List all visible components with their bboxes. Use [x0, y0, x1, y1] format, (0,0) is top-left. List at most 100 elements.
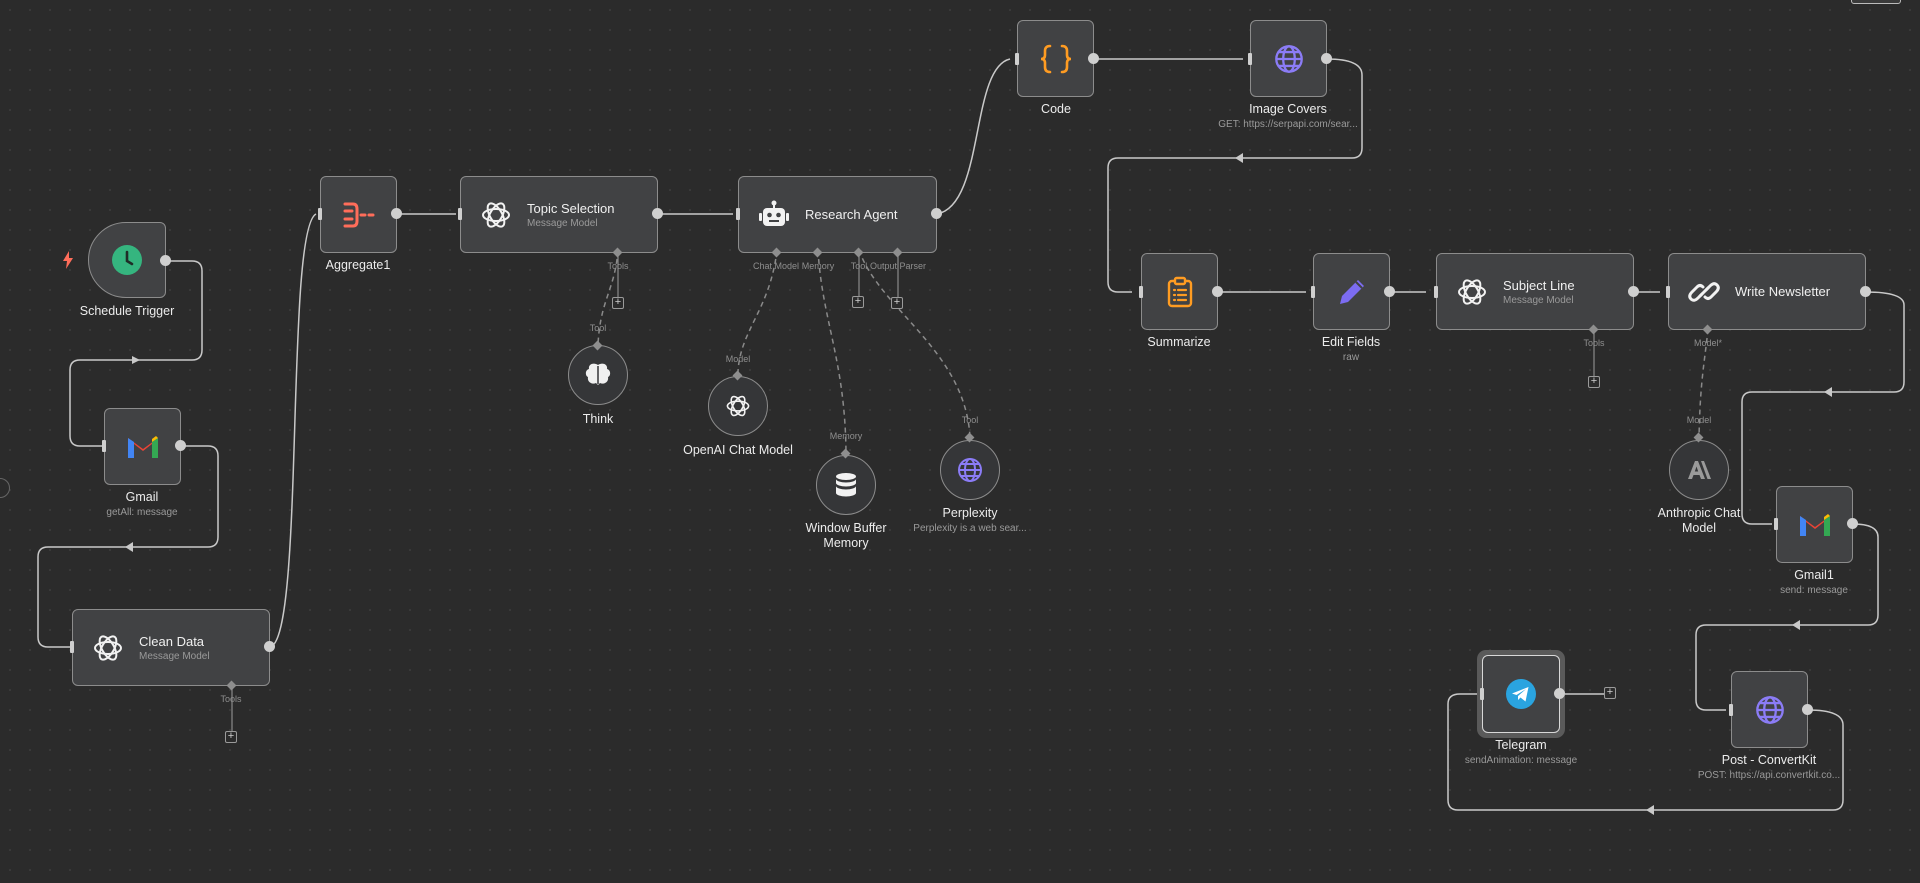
canvas-control-button[interactable]	[1851, 0, 1901, 4]
summarize-node[interactable]	[1141, 253, 1218, 330]
gmail1-node[interactable]	[1776, 486, 1853, 563]
openai-icon	[1455, 275, 1489, 309]
research-agent-node[interactable]: Research Agent	[738, 176, 937, 253]
output-handle[interactable]	[931, 208, 942, 219]
node-subtitle: GET: https://serpapi.com/sear...	[1218, 119, 1358, 130]
port-label-chat-model: Chat Model	[752, 261, 800, 271]
connection-imagecovers-summarize	[1107, 58, 1363, 293]
window-buffer-memory-node[interactable]	[816, 455, 876, 515]
output-handle[interactable]	[1384, 286, 1395, 297]
anthropic-chat-model-node[interactable]	[1669, 440, 1729, 500]
port-label-output-parser: Output Parser	[869, 261, 927, 271]
input-handle[interactable]	[1480, 688, 1484, 700]
node-title: Schedule Trigger	[79, 304, 175, 318]
node-title: Image Covers	[1249, 102, 1327, 116]
node-title: Gmail1	[1794, 568, 1834, 582]
output-handle[interactable]	[1088, 53, 1099, 64]
think-node[interactable]	[568, 345, 628, 405]
input-handle[interactable]	[1248, 53, 1252, 65]
input-handle[interactable]	[70, 641, 74, 653]
connection-research-code	[936, 58, 1011, 215]
aggregate1-label: Aggregate1	[326, 258, 391, 273]
subject-line-node[interactable]: Subject Line Message Model	[1436, 253, 1634, 330]
openai-icon	[479, 198, 513, 232]
gmail-node[interactable]	[104, 408, 181, 485]
output-handle[interactable]	[1321, 53, 1332, 64]
edit-fields-label: Edit Fields raw	[1322, 335, 1380, 364]
add-tool-button[interactable]: +	[852, 296, 864, 308]
output-handle[interactable]	[1554, 688, 1565, 699]
input-handle[interactable]	[1774, 518, 1778, 530]
output-handle[interactable]	[1628, 286, 1639, 297]
input-handle[interactable]	[458, 208, 462, 220]
topic-selection-node[interactable]: Topic Selection Message Model	[460, 176, 658, 253]
input-handle[interactable]	[1015, 53, 1019, 65]
node-title: Topic Selection	[527, 200, 615, 216]
input-handle[interactable]	[318, 208, 322, 220]
edit-fields-node[interactable]	[1313, 253, 1390, 330]
input-handle[interactable]	[102, 440, 106, 452]
brain-icon	[585, 363, 611, 385]
trigger-bolt-icon	[62, 251, 74, 274]
connection-convertkit-telegram	[1447, 693, 1844, 811]
output-handle[interactable]	[1847, 518, 1858, 529]
image-covers-node[interactable]	[1250, 20, 1327, 97]
post-convertkit-node[interactable]	[1731, 671, 1808, 748]
code-label: Code	[1041, 102, 1071, 117]
think-label: Think	[583, 412, 614, 427]
input-handle[interactable]	[1729, 704, 1733, 716]
post-convertkit-label: Post - ConvertKit POST: https://api.conv…	[1698, 753, 1840, 782]
node-title: Post - ConvertKit	[1721, 753, 1817, 767]
telegram-icon	[1503, 676, 1539, 712]
add-output-parser-button[interactable]: +	[891, 297, 903, 309]
window-buffer-memory-label: Window Buffer Memory	[805, 521, 886, 551]
add-tool-button[interactable]: +	[1588, 376, 1600, 388]
globe-icon	[1271, 41, 1307, 77]
node-subtitle: Message Model	[139, 650, 210, 662]
output-handle[interactable]	[160, 255, 171, 266]
openai-chat-model-node[interactable]	[708, 376, 768, 436]
perplexity-label: Perplexity Perplexity is a web sear...	[913, 506, 1026, 535]
add-tool-button[interactable]: +	[612, 297, 624, 309]
telegram-node[interactable]	[1482, 655, 1560, 733]
output-handle[interactable]	[1802, 704, 1813, 715]
output-handle[interactable]	[175, 440, 186, 451]
output-handle[interactable]	[1860, 286, 1871, 297]
node-subtitle: send: message	[1780, 585, 1848, 596]
subconnection-anthropic	[1698, 328, 1709, 440]
node-title-line2: Memory	[823, 536, 869, 550]
output-handle[interactable]	[264, 641, 275, 652]
input-handle[interactable]	[736, 208, 740, 220]
input-handle[interactable]	[1666, 286, 1670, 298]
input-handle[interactable]	[1139, 286, 1143, 298]
code-node[interactable]	[1017, 20, 1094, 97]
summarize-label: Summarize	[1147, 335, 1210, 350]
port-label-tool: Tool	[961, 415, 979, 425]
write-newsletter-node[interactable]: Write Newsletter	[1668, 253, 1866, 330]
telegram-label: Telegram sendAnimation: message	[1465, 738, 1577, 767]
clipboard-icon	[1162, 274, 1198, 310]
node-subtitle: raw	[1342, 352, 1360, 363]
clean-data-node[interactable]: Clean Data Message Model	[72, 609, 270, 686]
output-handle[interactable]	[652, 208, 663, 219]
perplexity-node[interactable]	[940, 440, 1000, 500]
node-title: Code	[1041, 102, 1071, 116]
output-handle[interactable]	[391, 208, 402, 219]
gmail-icon	[125, 429, 161, 465]
add-tool-button[interactable]: +	[225, 731, 237, 743]
node-title: Subject Line	[1503, 277, 1575, 293]
input-handle[interactable]	[1434, 286, 1438, 298]
schedule-trigger-node[interactable]	[88, 222, 166, 298]
connection-cleandata-aggregate	[269, 213, 317, 648]
node-subtitle: getAll: message	[106, 507, 178, 518]
input-handle[interactable]	[1311, 286, 1315, 298]
aggregate1-node[interactable]	[320, 176, 397, 253]
openai-icon	[726, 395, 750, 417]
add-node-button[interactable]: +	[1604, 687, 1616, 699]
output-handle[interactable]	[1212, 286, 1223, 297]
gmail-label: Gmail getAll: message	[106, 490, 177, 519]
port-label-model: Model	[1686, 415, 1712, 425]
port-label-memory: Memory	[829, 431, 863, 441]
node-title: Telegram	[1495, 738, 1547, 752]
